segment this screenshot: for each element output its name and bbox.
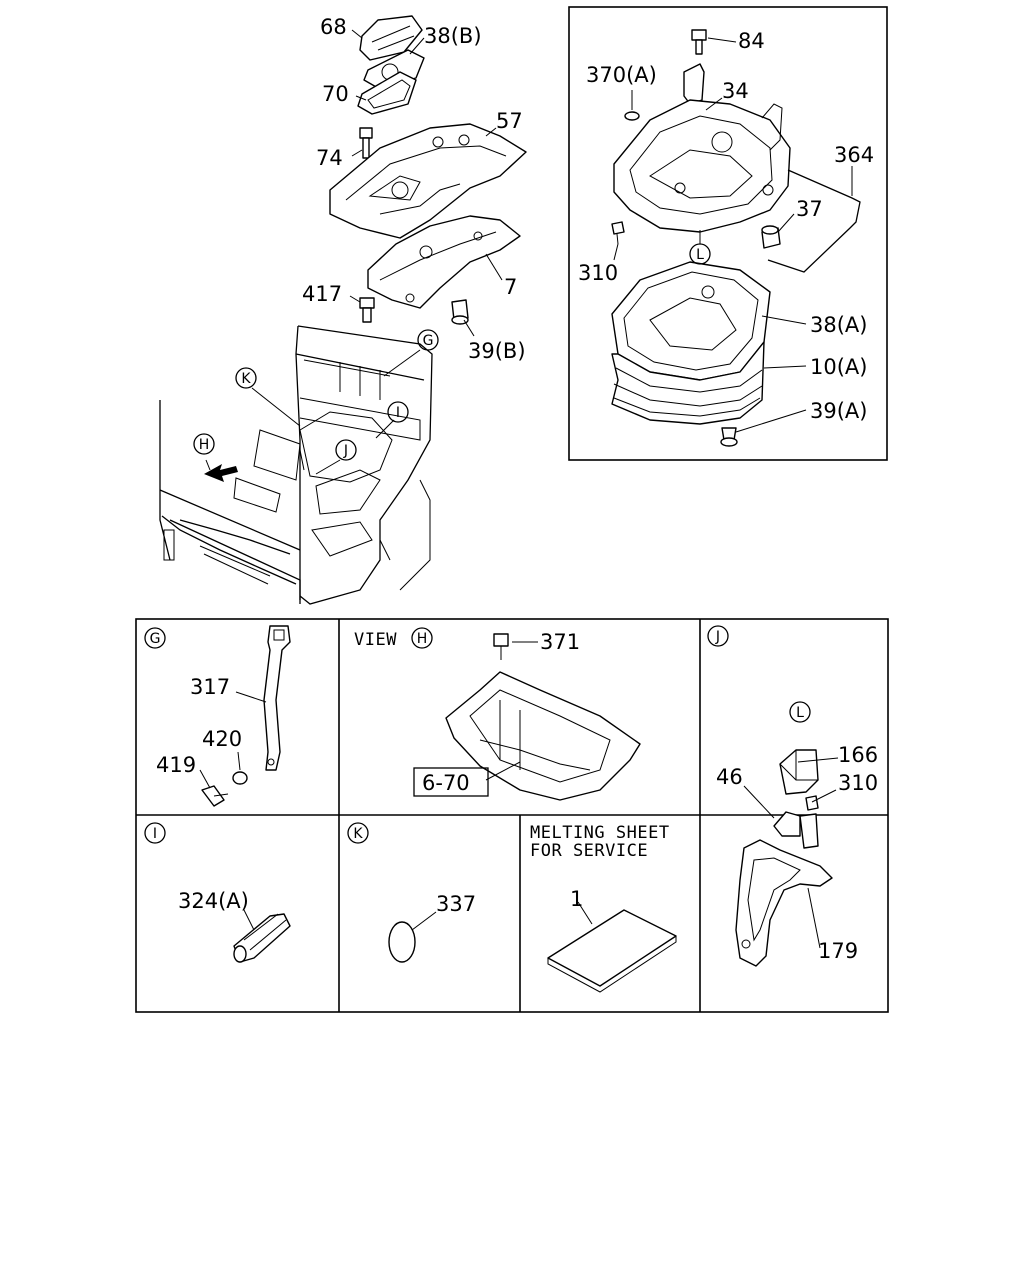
view-h-marker: H [411,627,433,649]
marker-i: I [387,401,409,423]
svg-text:K: K [241,371,251,387]
marker-g: G [417,329,439,351]
marker-h: H [193,433,215,455]
svg-text:H: H [417,631,428,647]
callout-46: 46 [716,765,743,789]
callout-364: 364 [834,143,874,167]
cab-floor-outline [297,325,433,605]
part-317-strap [263,625,291,771]
part-46-bracket [773,811,801,837]
callout-324a: 324(A) [178,889,249,913]
part-364-wire [767,169,861,273]
marker-j: J [335,439,357,461]
melting-sheet-title-1: MELTING SHEET [530,823,670,843]
marker-l: L [689,243,711,265]
part-57-floor-panel [329,123,527,239]
part-10a-box [611,341,765,425]
part-38a-gasket [611,261,771,381]
detail-j-marker: J [707,625,729,647]
callout-34: 34 [722,79,749,103]
callout-310: 310 [578,261,618,285]
detail-k: K 337 [347,822,476,963]
floor-mat-view-h [445,671,641,801]
callout-337: 337 [436,892,476,916]
part-310-screw [611,221,625,235]
ref-box-6-70 [413,767,489,797]
part-7-bracket [367,215,521,309]
callout-179: 179 [818,939,858,963]
main-exploded-view: 68 38(B) 70 57 74 7 417 39(B) G K I J H [159,15,527,605]
part-84-bolt [691,29,707,41]
callout-70: 70 [322,82,349,106]
part-70-seal [357,71,417,115]
callout-84: 84 [738,29,765,53]
svg-text:L: L [796,705,804,721]
part-310-bolt [805,795,819,811]
svg-text:J: J [715,629,720,645]
inset-storage-box: 84 370(A) 34 364 37 310 38(A) 10(A) 39(A… [568,6,888,461]
svg-text:H: H [199,437,210,453]
detail-i: I 324(A) [144,822,291,963]
callout-420: 420 [202,727,242,751]
callout-39b: 39(B) [468,339,526,363]
callout-317: 317 [190,675,230,699]
callout-419: 419 [156,753,196,777]
svg-text:G: G [150,631,161,647]
callout-38b: 38(B) [424,24,482,48]
callout-37: 37 [796,197,823,221]
callout-310-j: 310 [838,771,878,795]
part-337-plug [388,921,416,963]
callout-371: 371 [540,630,580,654]
melting-sheet-title-2: FOR SERVICE [530,841,648,861]
ref-6-70-label: 6-70 [422,771,470,795]
detail-g: G 317 420 419 [144,625,291,807]
detail-i-marker: I [144,822,166,844]
callout-68: 68 [320,15,347,39]
detail-melting-sheet: MELTING SHEET FOR SERVICE 1 [530,823,677,993]
detail-j-sub-marker: L [789,701,811,723]
part-417-bolt [359,297,375,309]
part-179-stay [735,839,833,967]
callout-38a: 38(A) [810,313,867,337]
callout-74: 74 [316,146,343,170]
svg-text:G: G [423,333,434,349]
svg-text:L: L [696,247,704,263]
part-419-bolt [201,785,225,807]
detail-j: J L 166 46 310 179 [707,625,878,967]
part-371-clip [493,633,509,647]
part-39b-clip [451,299,469,321]
callout-39a: 39(A) [810,399,867,423]
part-370a-plug [624,111,640,121]
callout-417: 417 [302,282,342,306]
part-166-clamp [779,749,819,795]
callout-1: 1 [570,887,583,911]
view-h-title: VIEW [354,630,397,650]
svg-text:I: I [153,826,157,842]
detail-k-marker: K [347,822,369,844]
inset-frame [568,6,888,461]
svg-text:I: I [396,405,400,421]
detail-view-h: VIEW H 371 6-70 [354,627,641,801]
part-34-tray [613,99,791,233]
marker-k: K [235,367,257,389]
detail-grid [135,618,889,1013]
svg-text:J: J [343,443,348,459]
part-420-washer [232,771,248,785]
callout-370a: 370(A) [586,63,657,87]
callout-10a: 10(A) [810,355,867,379]
svg-text:K: K [353,826,363,842]
callout-7: 7 [504,275,517,299]
detail-g-marker: G [144,627,166,649]
callout-57: 57 [496,109,523,133]
callout-166: 166 [838,743,878,767]
part-74-bolt [359,127,373,139]
view-direction-arrow-icon [204,464,238,482]
